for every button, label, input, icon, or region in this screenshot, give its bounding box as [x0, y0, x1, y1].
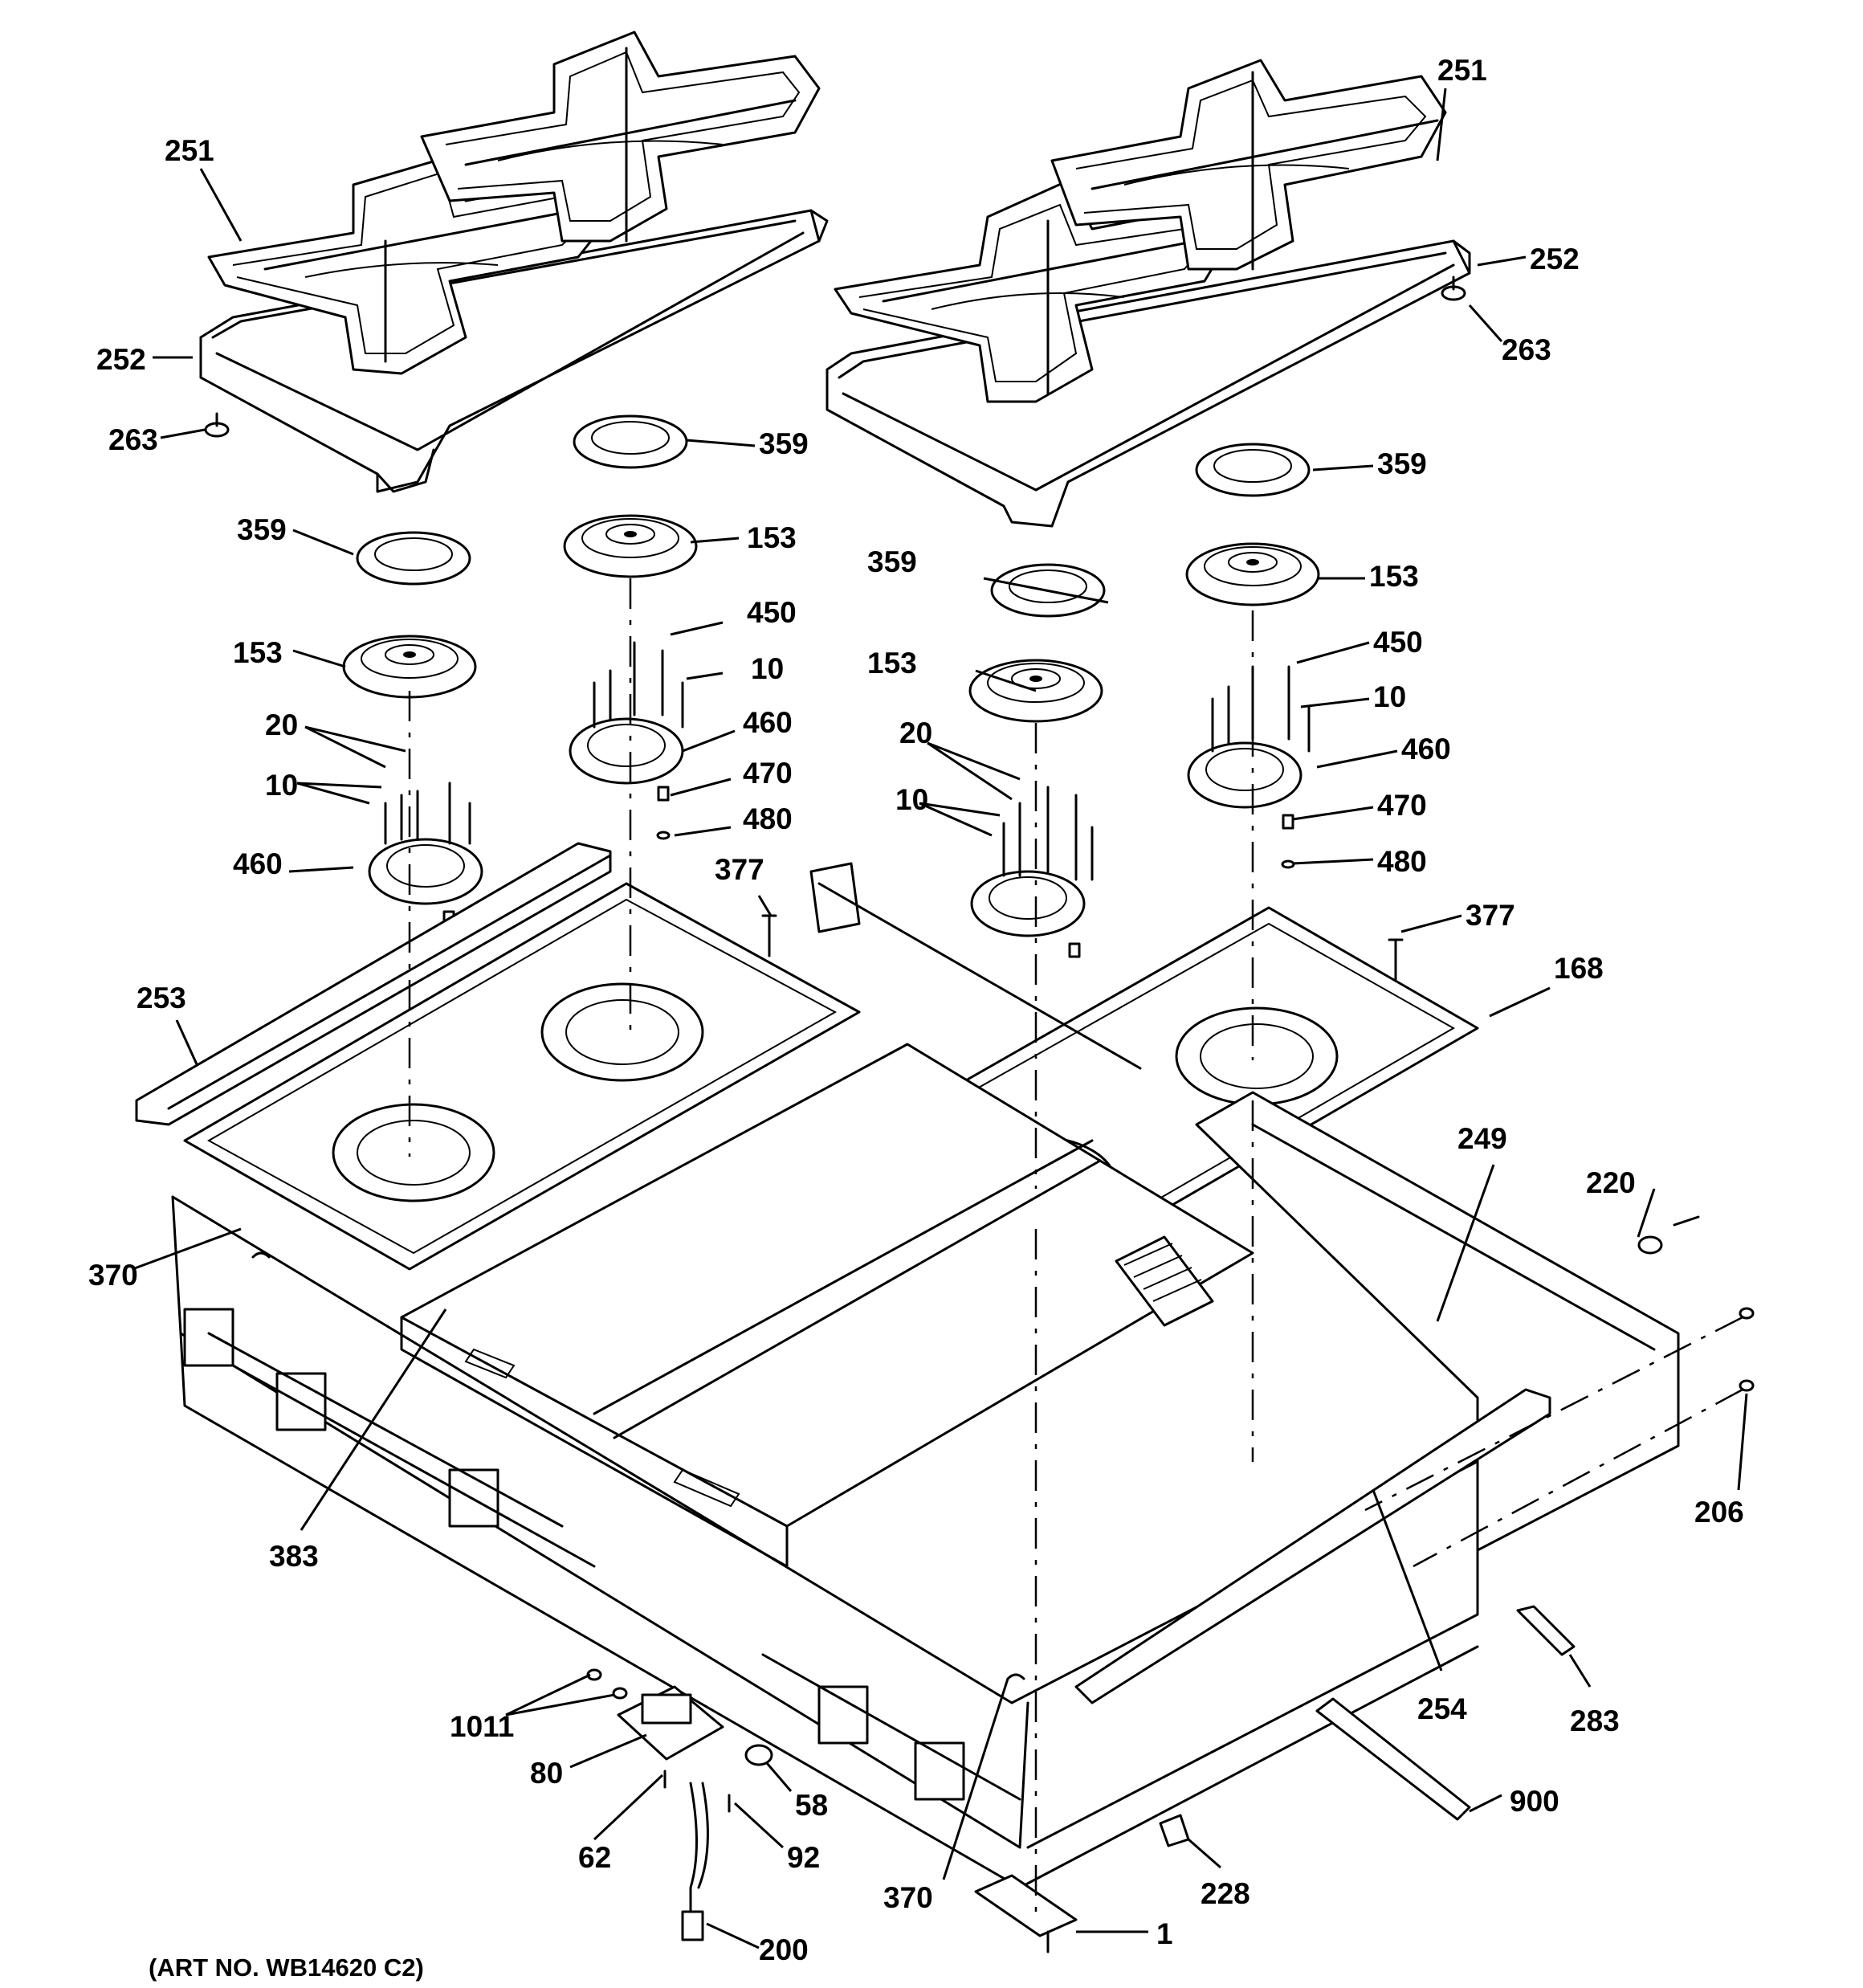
label-359: 359 [759, 427, 809, 460]
label-263: 263 [108, 423, 158, 456]
burner-head-4 [1185, 542, 1320, 606]
leader-lines [132, 88, 1748, 1949]
burner-caps [356, 414, 1311, 618]
label-359: 359 [237, 513, 287, 546]
label-220: 220 [1586, 1166, 1636, 1199]
label-20: 20 [899, 716, 932, 749]
label-377: 377 [1466, 899, 1515, 932]
label-249: 249 [1457, 1122, 1507, 1155]
valve-bank-right [761, 1653, 1021, 1801]
right-grate-assembly [826, 59, 1471, 528]
label-254: 254 [1417, 1692, 1467, 1725]
label-1011: 1011 [450, 1710, 514, 1743]
burner-cap-2 [573, 414, 688, 469]
label-206: 206 [1694, 1496, 1744, 1529]
label-153: 153 [233, 636, 283, 669]
left-grate-assembly [199, 31, 829, 493]
label-153: 153 [867, 647, 917, 680]
label-92: 92 [787, 1841, 820, 1874]
callout-labels: 251 252 263 359 359 153 153 450 10 20 10… [88, 54, 1744, 1966]
label-153: 153 [747, 521, 797, 554]
label-480: 480 [1377, 845, 1427, 878]
label-10: 10 [265, 769, 298, 802]
label-283: 283 [1570, 1704, 1620, 1737]
label-480: 480 [743, 802, 793, 835]
burner-cap-1 [356, 531, 471, 586]
label-460: 460 [233, 847, 283, 880]
label-900: 900 [1510, 1785, 1559, 1818]
art-number: (ART NO. WB14620 C2) [149, 1953, 424, 1982]
label-377: 377 [715, 853, 764, 886]
label-153: 153 [1369, 560, 1419, 593]
label-1: 1 [1156, 1917, 1173, 1950]
small-parts [251, 1215, 1755, 1953]
label-470: 470 [1377, 789, 1427, 822]
label-20: 20 [265, 708, 298, 741]
label-80: 80 [530, 1757, 563, 1790]
burner-head-2 [563, 514, 698, 578]
label-252: 252 [96, 343, 146, 376]
label-62: 62 [578, 1841, 611, 1874]
burner-base-2 [569, 641, 684, 785]
alignment-lines [408, 578, 1254, 1912]
label-450: 450 [1373, 626, 1423, 659]
burner-base-1 [368, 782, 483, 905]
label-200: 200 [759, 1933, 809, 1966]
label-253: 253 [137, 982, 186, 1014]
label-263: 263 [1502, 333, 1551, 366]
label-58: 58 [795, 1789, 828, 1822]
label-10: 10 [895, 783, 928, 816]
label-470: 470 [743, 757, 793, 790]
burner-head-1 [342, 635, 477, 699]
burner-base-3 [970, 786, 1094, 937]
valve-bank-left [183, 1308, 596, 1568]
label-359: 359 [1377, 447, 1427, 480]
left-burner-box [135, 842, 861, 1271]
label-251: 251 [165, 134, 214, 167]
label-10: 10 [1373, 680, 1406, 713]
label-460: 460 [1401, 733, 1451, 765]
burner-heads [342, 514, 1320, 723]
label-10: 10 [751, 652, 784, 685]
label-370: 370 [883, 1881, 933, 1914]
label-168: 168 [1554, 952, 1604, 985]
label-252: 252 [1530, 243, 1580, 276]
label-359: 359 [867, 545, 917, 578]
label-460: 460 [743, 706, 793, 739]
label-370: 370 [88, 1259, 138, 1292]
label-228: 228 [1201, 1877, 1250, 1910]
label-251: 251 [1437, 54, 1487, 87]
burner-cap-4 [1195, 443, 1311, 497]
label-450: 450 [747, 596, 797, 629]
burner-base-4 [1187, 665, 1311, 809]
label-383: 383 [269, 1540, 319, 1573]
